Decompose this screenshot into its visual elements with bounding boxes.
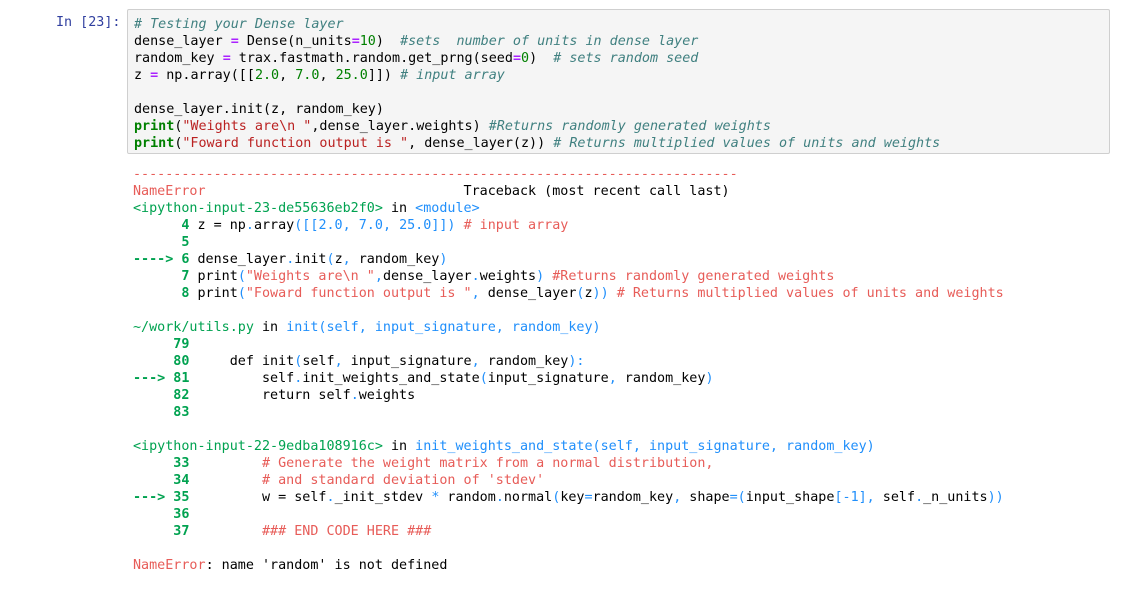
traceback-separator: ----------------------------------------… bbox=[133, 167, 738, 182]
cell-prompt: In [23]: bbox=[56, 15, 121, 30]
frame3-line-33: 33 # Generate the weight matrix from a n… bbox=[133, 456, 714, 471]
traceback-label: Traceback (most recent call last) bbox=[463, 184, 730, 199]
frame2-line-83: 83 bbox=[133, 405, 190, 420]
code-line-8: print("Foward function output is ", dens… bbox=[134, 136, 941, 151]
frame3-line-36: 36 bbox=[133, 507, 190, 522]
frame2-line-81: ---> 81 self.init_weights_and_state(inpu… bbox=[133, 371, 714, 386]
frame3-header: <ipython-input-22-9edba108916c> in init_… bbox=[133, 439, 875, 454]
traceback-header: NameError Traceback (most recent call la… bbox=[133, 183, 1113, 200]
code-line-5 bbox=[134, 84, 1109, 101]
frame1-line-6: ----> 6 dense_layer.init(z, random_key) bbox=[133, 252, 448, 267]
frame1-line-4: 4 z = np.array([[2.0, 7.0, 25.0]]) # inp… bbox=[133, 218, 569, 233]
code-line-7: print("Weights are\n ",dense_layer.weigh… bbox=[134, 119, 771, 134]
frame2-line-82: 82 return self.weights bbox=[133, 388, 416, 403]
code-line-2: dense_layer = Dense(n_units=10) #sets nu… bbox=[134, 34, 699, 49]
code-line-6: dense_layer.init(z, random_key) bbox=[134, 102, 384, 117]
frame2-header: ~/work/utils.py in init(self, input_sign… bbox=[133, 320, 601, 335]
frame2-line-79: 79 bbox=[133, 337, 190, 352]
final-error-line: NameError: name 'random' is not defined bbox=[133, 558, 448, 573]
error-name: NameError bbox=[133, 184, 206, 199]
frame1-header: <ipython-input-23-de55636eb2f0> in <modu… bbox=[133, 201, 480, 216]
traceback-output: ----------------------------------------… bbox=[133, 166, 1113, 574]
code-input-area[interactable]: # Testing your Dense layer dense_layer =… bbox=[127, 9, 1110, 154]
frame1-line-5: 5 bbox=[133, 235, 190, 250]
frame3-line-37: 37 ### END CODE HERE ### bbox=[133, 524, 432, 539]
code-line-3: random_key = trax.fastmath.random.get_pr… bbox=[134, 51, 699, 66]
code-line-4: z = np.array([[2.0, 7.0, 25.0]]) # input… bbox=[134, 68, 505, 83]
frame2-line-80: 80 def init(self, input_signature, rando… bbox=[133, 354, 585, 369]
frame3-line-34: 34 # and standard deviation of 'stdev' bbox=[133, 473, 545, 488]
code-line-1: # Testing your Dense layer bbox=[134, 17, 344, 32]
frame1-line-7: 7 print("Weights are\n ",dense_layer.wei… bbox=[133, 269, 835, 284]
frame3-line-35: ---> 35 w = self._init_stdev * random.no… bbox=[133, 490, 1004, 505]
frame1-line-8: 8 print("Foward function output is ", de… bbox=[133, 286, 1004, 301]
